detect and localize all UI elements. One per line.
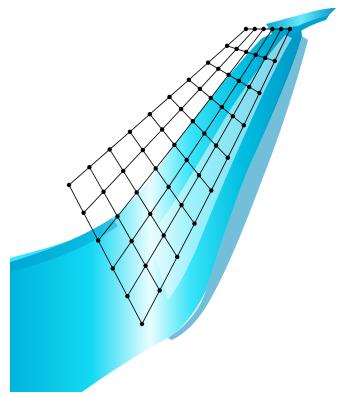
control-point[interactable] xyxy=(140,147,145,153)
control-point[interactable] xyxy=(270,26,275,32)
lattice-column-line xyxy=(129,131,195,224)
control-point[interactable] xyxy=(192,221,197,226)
control-point[interactable] xyxy=(243,26,249,32)
control-point[interactable] xyxy=(279,26,284,32)
control-point[interactable] xyxy=(244,49,249,55)
control-point[interactable] xyxy=(209,188,214,193)
control-point[interactable] xyxy=(166,184,171,190)
control-point[interactable] xyxy=(87,165,92,170)
control-point[interactable] xyxy=(167,94,172,100)
control-point[interactable] xyxy=(272,58,277,64)
lattice-column-line xyxy=(109,149,178,258)
control-point[interactable] xyxy=(219,104,224,110)
control-point[interactable] xyxy=(107,147,112,152)
control-point[interactable] xyxy=(125,294,130,299)
control-point[interactable] xyxy=(175,254,180,260)
control-point[interactable] xyxy=(241,123,246,128)
lattice-column-line xyxy=(68,184,143,325)
control-point[interactable] xyxy=(216,66,221,72)
control-point[interactable] xyxy=(66,182,72,188)
control-point[interactable] xyxy=(257,90,262,96)
lattice-row-line xyxy=(127,28,282,297)
control-point[interactable] xyxy=(252,26,257,32)
control-point[interactable] xyxy=(134,190,139,195)
control-point[interactable] xyxy=(129,238,134,244)
control-point[interactable] xyxy=(159,127,165,132)
control-point[interactable] xyxy=(230,114,235,119)
control-point[interactable] xyxy=(205,60,211,65)
lattice-row-line xyxy=(112,28,273,269)
control-point[interactable] xyxy=(208,95,213,101)
control-point[interactable] xyxy=(153,166,158,171)
control-point[interactable] xyxy=(147,112,152,117)
control-point[interactable] xyxy=(263,55,268,61)
control-point[interactable] xyxy=(287,26,293,32)
control-point[interactable] xyxy=(224,43,230,48)
control-point[interactable] xyxy=(178,106,184,112)
surface-tip xyxy=(266,8,336,30)
control-point[interactable] xyxy=(202,131,207,136)
control-point[interactable] xyxy=(81,210,86,215)
control-point[interactable] xyxy=(101,189,106,194)
control-point[interactable] xyxy=(226,72,231,78)
lattice-column-line xyxy=(149,113,212,191)
control-point[interactable] xyxy=(157,288,162,293)
control-point[interactable] xyxy=(261,26,266,32)
control-point[interactable] xyxy=(115,214,120,219)
surface-lower-shade xyxy=(10,218,118,272)
lattice-row-line xyxy=(141,28,291,325)
control-point[interactable] xyxy=(121,168,126,174)
control-point[interactable] xyxy=(197,86,203,92)
lattice-row-line xyxy=(83,28,256,214)
control-lattice-points xyxy=(66,26,293,327)
control-point[interactable] xyxy=(186,77,192,83)
surface-highlight xyxy=(150,35,292,300)
control-point[interactable] xyxy=(236,78,242,84)
lattice-row-line xyxy=(68,28,247,186)
control-point[interactable] xyxy=(253,52,258,58)
control-point[interactable] xyxy=(225,155,230,160)
control-point[interactable] xyxy=(179,203,184,208)
surface-trailing-shade xyxy=(168,36,308,340)
control-point[interactable] xyxy=(213,143,219,148)
control-point[interactable] xyxy=(184,157,189,163)
control-point[interactable] xyxy=(96,238,101,243)
control-point[interactable] xyxy=(161,233,166,238)
control-point[interactable] xyxy=(247,84,252,90)
lattice-column-line xyxy=(89,166,161,291)
control-point[interactable] xyxy=(172,142,177,147)
control-point[interactable] xyxy=(148,211,153,217)
lattice-column-line xyxy=(169,96,229,159)
control-point[interactable] xyxy=(110,266,116,271)
lattice-row-line xyxy=(97,28,264,241)
control-point[interactable] xyxy=(127,129,133,134)
control-point[interactable] xyxy=(196,173,202,178)
control-point[interactable] xyxy=(234,46,239,52)
control-point[interactable] xyxy=(143,263,148,268)
control-point[interactable] xyxy=(139,321,145,327)
lattice-column-line xyxy=(188,79,245,126)
control-point[interactable] xyxy=(190,119,195,124)
